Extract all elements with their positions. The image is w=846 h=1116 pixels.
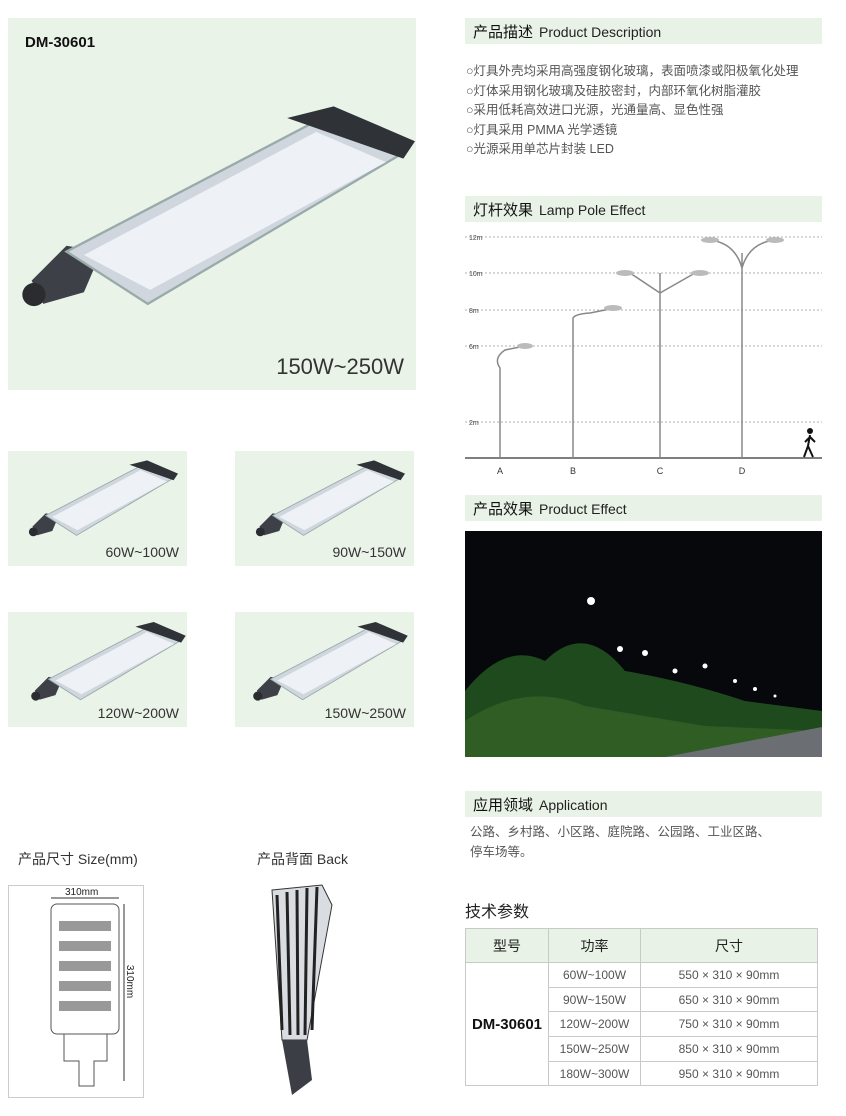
header-size: 尺寸 <box>640 928 818 963</box>
description-item: ○采用低耗高效进口光源，光通量高、显色性强 <box>466 103 724 117</box>
variant-card: 60W~100W <box>8 451 187 566</box>
size-cell: 550 × 310 × 90mm <box>640 962 818 988</box>
height-label: 10m <box>469 271 483 278</box>
description-list: ○灯具外壳均采用高强度钢化玻璃，表面喷漆或阳极氧化处理 ○灯体采用钢化玻璃及硅胶… <box>466 62 799 160</box>
section-title-en: Product Effect <box>539 501 627 517</box>
header-power: 功率 <box>548 928 641 963</box>
section-title-cn: 产品描述 <box>473 24 534 41</box>
height-label: 12m <box>469 235 483 242</box>
section-title-cn: 灯杆效果 <box>473 202 534 219</box>
back-view-image <box>271 884 333 1095</box>
variant-card: 150W~250W <box>235 612 414 727</box>
section-title-en: Product Description <box>539 24 662 40</box>
height-dimension: 310mm <box>124 964 136 999</box>
height-label: 2m <box>469 420 479 427</box>
size-cell: 650 × 310 × 90mm <box>640 986 818 1013</box>
variant-card: 90W~150W <box>235 451 414 566</box>
section-title-cn: 应用领域 <box>473 797 534 814</box>
section-header-effect: 产品效果 Product Effect <box>465 495 822 521</box>
header-model: 型号 <box>465 928 549 963</box>
width-dimension: 310mm <box>65 887 99 898</box>
street-lamp-image <box>28 459 178 537</box>
description-item: ○灯具外壳均采用高强度钢化玻璃，表面喷漆或阳极氧化处理 <box>466 64 799 78</box>
pole-label: A <box>497 466 503 476</box>
street-lamp-image <box>255 459 405 537</box>
height-label: 6m <box>469 344 479 351</box>
size-cell: 950 × 310 × 90mm <box>640 1060 818 1087</box>
street-lamp-image <box>30 622 187 702</box>
size-cell: 750 × 310 × 90mm <box>640 1011 818 1038</box>
section-title-cn: 产品效果 <box>473 501 534 518</box>
back-title: 产品背面 Back <box>257 851 349 867</box>
section-title-en: Lamp Pole Effect <box>539 202 646 218</box>
hero-product-panel: DM-30601 150W~250W <box>8 18 416 390</box>
pole-label: D <box>739 466 746 476</box>
application-text: 公路、乡村路、小区路、庭院路、公园路、工业区路、 停车场等。 <box>470 822 770 862</box>
specs-title: 技术参数 <box>465 904 530 921</box>
description-item: ○灯具采用 PMMA 光学透镜 <box>466 122 618 137</box>
street-lamp-image <box>21 105 415 308</box>
variant-label: 90W~150W <box>332 544 406 560</box>
power-cell: 90W~150W <box>548 986 641 1013</box>
power-cell: 120W~200W <box>548 1011 641 1038</box>
size-title: 产品尺寸 Size(mm) <box>18 851 138 867</box>
pole-label: B <box>570 466 576 476</box>
description-item: ○灯体采用钢化玻璃及硅胶密封，内部环氧化树脂灌胶 <box>466 83 762 98</box>
section-header-description: 产品描述 Product Description <box>465 18 822 44</box>
description-item: ○光源采用单芯片封装 LED <box>466 142 614 156</box>
model-title: DM-30601 <box>25 34 96 51</box>
hero-wattage: 150W~250W <box>276 354 404 379</box>
variant-label: 120W~200W <box>97 705 179 721</box>
application-line: 公路、乡村路、小区路、庭院路、公园路、工业区路、 <box>470 825 771 839</box>
section-header-pole: 灯杆效果 Lamp Pole Effect <box>465 196 822 222</box>
variant-card: 120W~200W <box>8 612 187 727</box>
street-lamp-image <box>252 622 409 702</box>
variant-label: 150W~250W <box>324 705 406 721</box>
power-cell: 180W~300W <box>548 1060 641 1087</box>
model-cell: DM-30601 <box>465 961 549 1087</box>
height-label: 8m <box>469 308 479 315</box>
pole-label: C <box>657 466 664 476</box>
size-cell: 850 × 310 × 90mm <box>640 1036 818 1062</box>
size-drawing: 310mm 310mm <box>8 885 144 1098</box>
lamp-pole-diagram: 12m 10m 8m 6m 2m A B C D <box>465 235 822 476</box>
section-header-application: 应用领域 Application <box>465 791 822 817</box>
power-cell: 60W~100W <box>548 962 641 988</box>
section-title-en: Application <box>539 797 608 813</box>
night-road-photo <box>465 531 822 757</box>
pedestrian-icon <box>803 428 816 458</box>
power-cell: 150W~250W <box>548 1036 641 1062</box>
application-line: 停车场等。 <box>470 845 533 859</box>
variant-label: 60W~100W <box>105 544 179 560</box>
